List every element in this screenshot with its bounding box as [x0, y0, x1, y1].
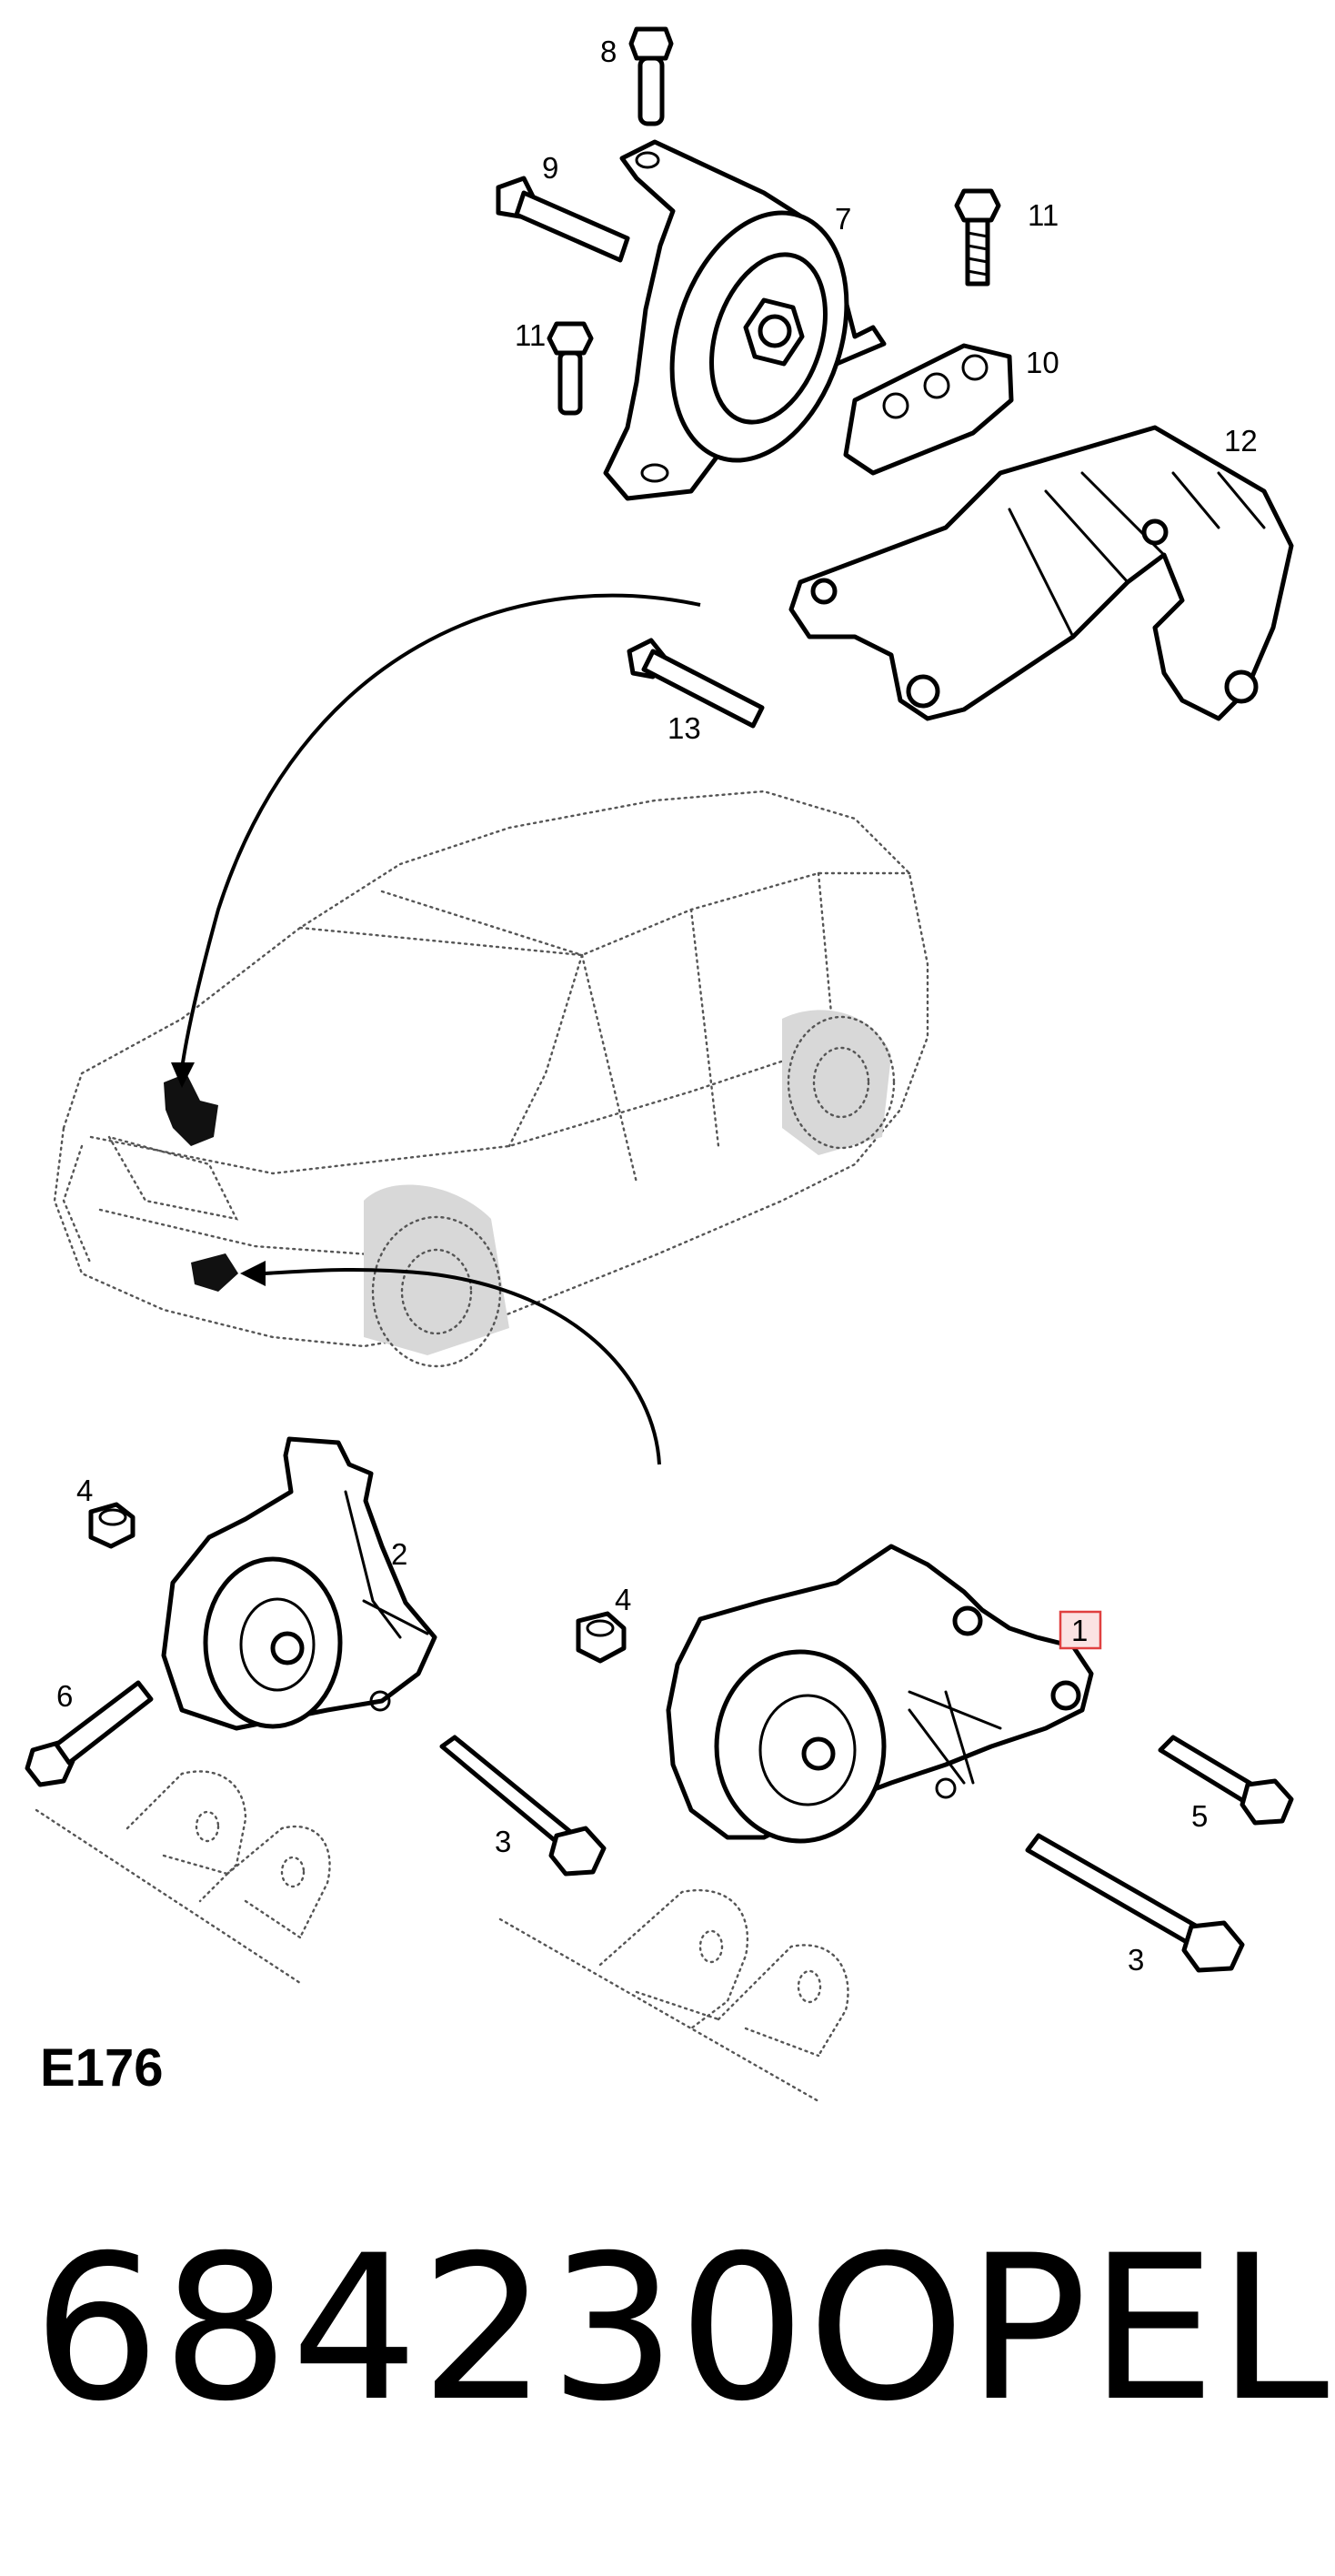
diagram-code: E176 — [40, 2038, 164, 2098]
callout-5: 5 — [1191, 1799, 1208, 1833]
callout-3-right: 3 — [1128, 1943, 1144, 1977]
pointer-arrows — [171, 593, 701, 1465]
engine-mount-2 — [161, 1436, 437, 1731]
callout-6: 6 — [56, 1679, 73, 1713]
callout-2: 2 — [391, 1537, 407, 1571]
callout-4-right: 4 — [615, 1583, 631, 1616]
brand-name: OPEL — [808, 2212, 1331, 2445]
bolt-13 — [627, 638, 765, 729]
callout-1: 1 — [1071, 1614, 1088, 1647]
callout-10: 10 — [1026, 346, 1059, 379]
bolt-6 — [25, 1680, 154, 1787]
callout-1-highlight — [1059, 1610, 1102, 1650]
bracket-outline-right — [498, 1888, 849, 2103]
bolt-5 — [1158, 1735, 1294, 1826]
bolt-3-left — [439, 1735, 607, 1877]
callout-12: 12 — [1224, 424, 1258, 458]
callout-7: 7 — [835, 202, 851, 236]
bolt-11-left — [547, 321, 594, 416]
callout-9: 9 — [542, 151, 558, 185]
callout-3-left: 3 — [495, 1825, 511, 1858]
bracket-12 — [788, 425, 1294, 721]
bolt-3-right — [1025, 1833, 1245, 1973]
nut-4-left — [88, 1502, 136, 1549]
callout-11-right: 11 — [1028, 198, 1059, 232]
bolt-9 — [496, 176, 630, 263]
callout-13: 13 — [668, 711, 701, 745]
callout-8: 8 — [600, 35, 617, 68]
callout-4-left: 4 — [76, 1474, 93, 1507]
engine-mount-7 — [603, 139, 887, 501]
part-number: 684230 — [33, 2212, 808, 2445]
rubber-block-10 — [843, 343, 1014, 476]
bracket-outline-left — [35, 1770, 331, 1985]
bolt-8 — [628, 26, 674, 126]
bolt-11-right — [954, 188, 1001, 287]
car-illustration — [53, 790, 929, 1368]
nut-4-right — [576, 1611, 627, 1664]
callout-11-left: 11 — [515, 318, 546, 352]
engine-mount-1 — [666, 1544, 1094, 1844]
